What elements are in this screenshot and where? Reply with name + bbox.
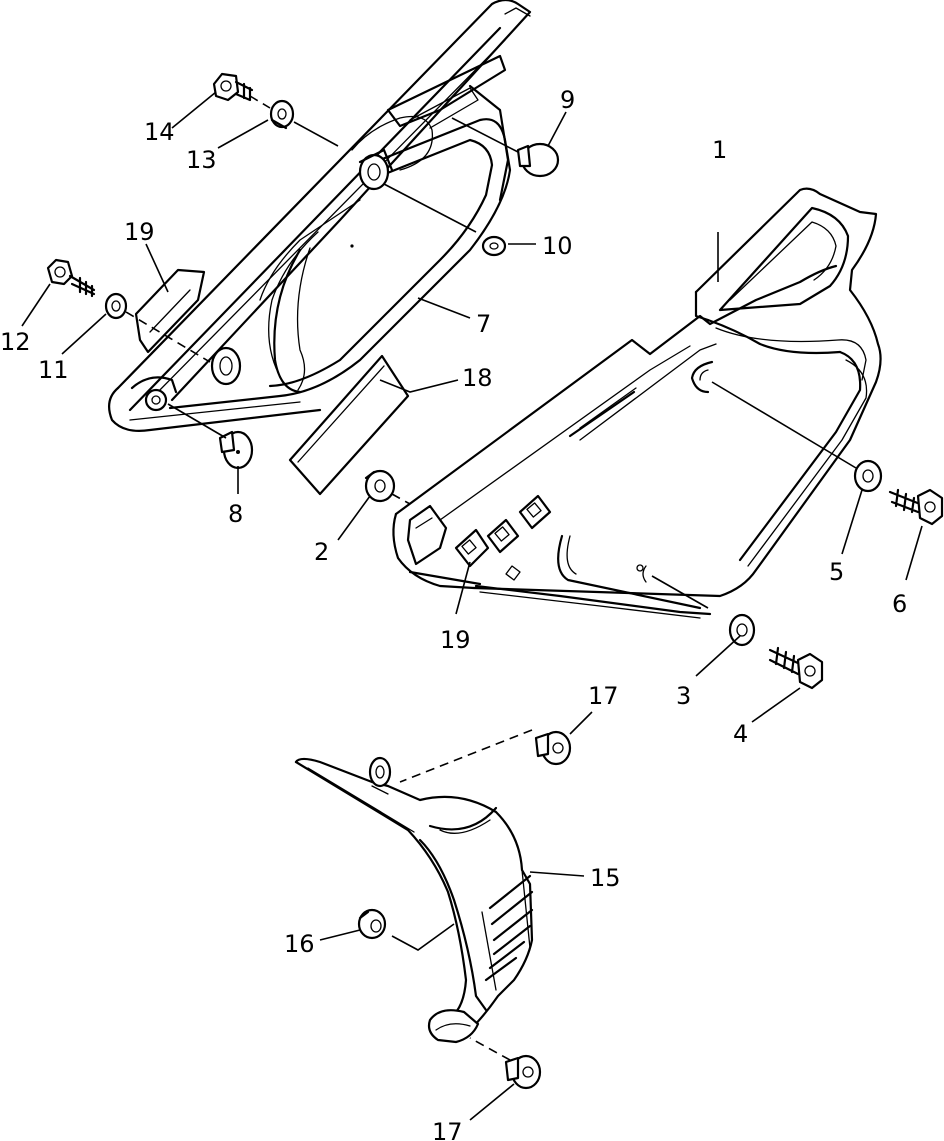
decal-part-19-upper (134, 268, 206, 354)
callout-11: 11 (38, 356, 69, 384)
callout-6: 6 (892, 590, 907, 618)
bolt-part-14 (212, 72, 254, 102)
callout-labels: 1 2 3 4 5 6 7 8 9 10 11 12 13 14 15 16 1… (0, 86, 907, 1141)
clip-part-17-lower (504, 1054, 542, 1090)
callout-12: 12 (0, 328, 31, 356)
callout-18: 18 (462, 364, 493, 392)
callout-15: 15 (590, 864, 621, 892)
callout-10: 10 (542, 232, 573, 260)
washer-part-5 (853, 459, 883, 493)
cowl-louvers (481, 869, 534, 991)
callout-7: 7 (476, 310, 491, 338)
bolt-part-6 (888, 488, 944, 526)
callout-13: 13 (186, 146, 217, 174)
callout-9: 9 (560, 86, 575, 114)
washer-part-3 (728, 613, 756, 647)
emblem-plate-part-18 (288, 354, 410, 496)
callout-5: 5 (829, 558, 844, 586)
callout-17-upper: 17 (588, 682, 619, 710)
bolt-part-4 (768, 646, 824, 690)
callout-16: 16 (284, 930, 315, 958)
callout-2: 2 (314, 538, 329, 566)
emblem-600 (454, 494, 552, 568)
callout-14: 14 (144, 118, 175, 146)
washer-part-11 (104, 292, 128, 320)
callout-17-lower: 17 (432, 1118, 463, 1141)
callout-4: 4 (733, 720, 748, 748)
callout-3: 3 (676, 682, 691, 710)
callout-1: 1 (712, 136, 727, 164)
washer-part-10 (481, 235, 507, 257)
grommet-part-16 (357, 908, 387, 940)
callout-8: 8 (228, 500, 243, 528)
washer-part-13 (269, 99, 295, 130)
leader-lines (21, 91, 923, 1121)
callout-19-upper: 19 (124, 218, 155, 246)
left-side-cover-part-7 (107, 0, 532, 432)
lower-cowl-part-15 (294, 756, 534, 1044)
right-side-cover-part-1 (392, 187, 882, 619)
bolt-part-12 (46, 258, 96, 298)
clip-part-9 (516, 142, 560, 178)
clip-part-17-upper (534, 730, 572, 766)
grommet-part-2 (364, 469, 396, 503)
callout-19-lower: 19 (440, 626, 471, 654)
